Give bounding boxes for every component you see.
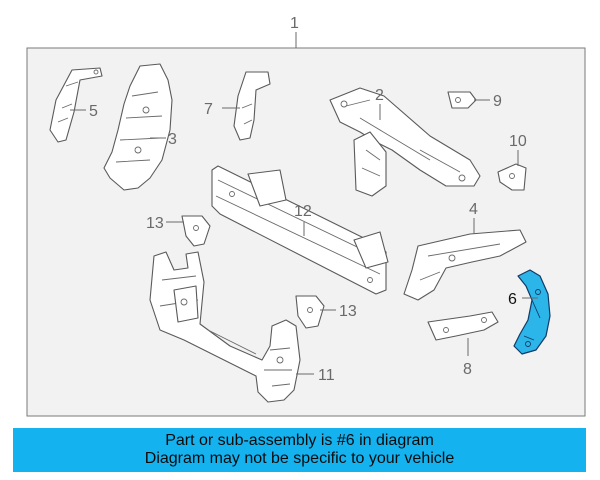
part-7-bracket <box>233 71 271 141</box>
callout-12: 12 <box>294 203 312 220</box>
part-10-bracket <box>497 163 527 191</box>
part-13-bracket-lower <box>295 295 325 329</box>
callout-13b: 13 <box>339 303 357 320</box>
parts-diagram: 1 5 3 7 2 9 10 <box>26 15 586 417</box>
part-3-side-panel <box>103 63 173 191</box>
callout-11: 11 <box>318 367 335 384</box>
info-banner: Part or sub-assembly is #6 in diagram Di… <box>13 428 586 472</box>
callout-10: 10 <box>509 133 527 150</box>
part-4-side-member <box>403 229 527 301</box>
part-11-lower-support <box>149 251 301 403</box>
callout-5: 5 <box>89 103 98 120</box>
part-5-bracket <box>49 67 103 143</box>
callout-9: 9 <box>493 93 502 110</box>
callout-6: 6 <box>508 291 517 308</box>
callout-8: 8 <box>463 361 472 378</box>
banner-line-1: Part or sub-assembly is #6 in diagram <box>165 432 434 449</box>
part-9-bracket <box>447 91 477 109</box>
callout-13a: 13 <box>146 215 164 232</box>
callout-2: 2 <box>375 87 384 104</box>
callout-7: 7 <box>204 101 213 118</box>
part-12-reinforcement-beam <box>211 165 389 295</box>
part-6-bracket-highlighted <box>513 269 551 355</box>
part-13-bracket-upper <box>181 215 211 247</box>
part-2-upper-tie-bar <box>329 87 481 197</box>
callout-4: 4 <box>469 201 478 218</box>
callout-1: 1 <box>290 15 299 32</box>
callout-3: 3 <box>168 131 177 148</box>
part-8-bracket <box>427 311 499 341</box>
banner-line-2: Diagram may not be specific to your vehi… <box>144 450 455 467</box>
